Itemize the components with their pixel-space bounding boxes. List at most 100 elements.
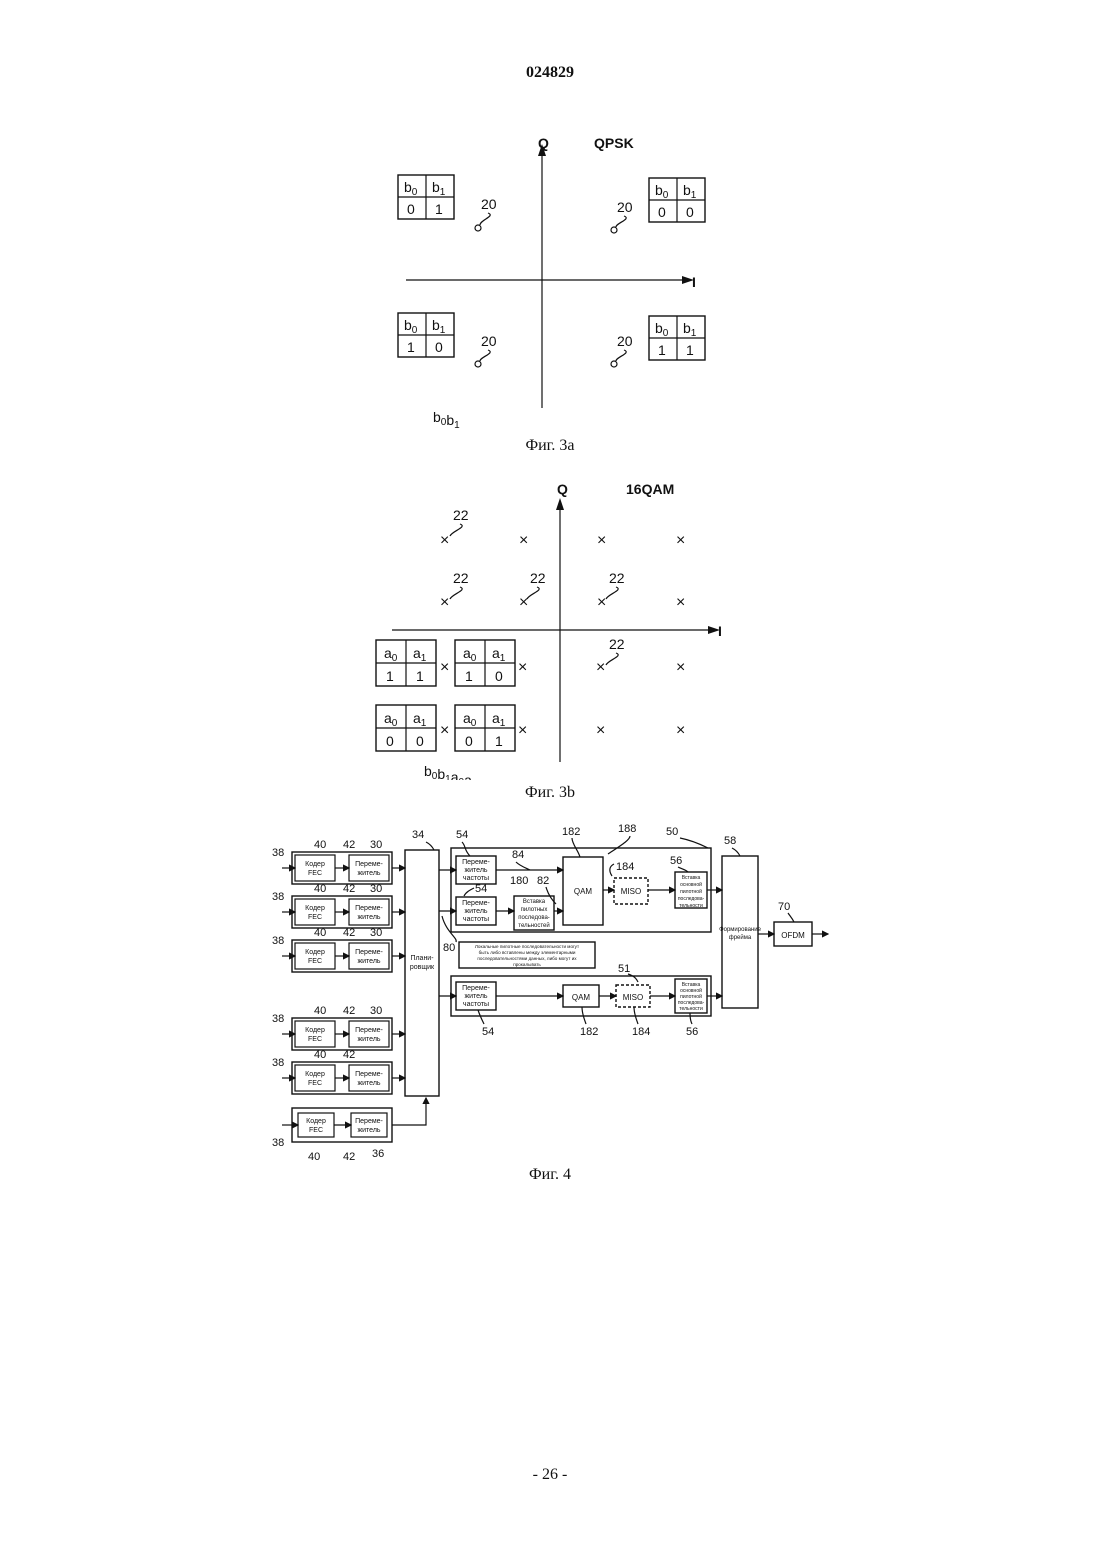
- svg-text:a0: a0: [463, 645, 477, 664]
- svg-text:38: 38: [272, 1013, 284, 1025]
- svg-text:20: 20: [481, 196, 497, 212]
- bit-table-row2-right: a0 a1 0 1: [455, 705, 515, 751]
- svg-text:×: ×: [440, 722, 449, 739]
- svg-text:×: ×: [440, 532, 449, 549]
- svg-text:40: 40: [314, 1005, 326, 1017]
- svg-text:×: ×: [596, 722, 605, 739]
- svg-text:FEC: FEC: [309, 1127, 323, 1134]
- svg-text:b1: b1: [432, 317, 446, 336]
- scheduler-block: Плани- ровщик 34: [405, 829, 439, 1096]
- q-axis-label: Q: [538, 135, 549, 151]
- coding-branch-2: Кодер FEC Переме- житель 38 40 42 30: [272, 883, 405, 928]
- svg-text:×: ×: [519, 532, 528, 549]
- miso-block-2: MISO 184: [616, 985, 650, 1038]
- svg-text:×: ×: [518, 722, 527, 739]
- svg-text:51: 51: [618, 963, 630, 975]
- svg-text:Вставка: Вставка: [523, 899, 546, 905]
- freq-interleaver-3: Переме- житель частоты 54: [456, 982, 496, 1038]
- svg-text:22: 22: [609, 636, 625, 652]
- svg-text:быть либо вставлены между элем: быть либо вставлены между элементарными: [479, 950, 576, 955]
- svg-text:Переме-: Переме-: [355, 1118, 383, 1125]
- svg-text:38: 38: [272, 847, 284, 859]
- svg-text:0: 0: [686, 204, 694, 220]
- svg-text:тельности: тельности: [679, 1006, 703, 1012]
- svg-text:житель: житель: [357, 1080, 380, 1087]
- svg-text:Плани-: Плани-: [410, 955, 434, 962]
- bit-order-legend: b0b1a0a1: [424, 763, 478, 780]
- svg-text:40: 40: [314, 927, 326, 939]
- svg-text:b1: b1: [683, 182, 697, 201]
- bit-table-top-right: b0 b1 0 0: [649, 178, 705, 222]
- svg-text:30: 30: [370, 839, 382, 851]
- svg-text:42: 42: [343, 927, 355, 939]
- constellation-crosses: ×××× ×××× ×××× ××××: [440, 532, 685, 739]
- svg-text:OFDM: OFDM: [781, 931, 805, 940]
- svg-text:182: 182: [580, 1026, 598, 1038]
- svg-text:54: 54: [475, 883, 487, 895]
- bit-table-row1-right: a0 a1 1 0: [455, 640, 515, 686]
- svg-text:a0: a0: [384, 710, 398, 729]
- svg-text:частоты: частоты: [463, 875, 489, 882]
- svg-text:тельностей: тельностей: [518, 922, 549, 929]
- svg-text:×: ×: [597, 594, 606, 611]
- svg-text:1: 1: [386, 668, 394, 684]
- bit-table-row1-left: a0 a1 1 1: [376, 640, 436, 686]
- upper-chain-frame: 50 188: [451, 823, 711, 932]
- coding-branch-4: Кодер FEC Переме- житель 38 40 42 30: [272, 1005, 405, 1050]
- svg-text:×: ×: [518, 659, 527, 676]
- i-axis-label: I: [718, 623, 722, 639]
- svg-text:×: ×: [440, 659, 449, 676]
- svg-text:×: ×: [440, 594, 449, 611]
- svg-text:последова-: последова-: [518, 915, 550, 921]
- page-footer: - 26 -: [0, 1466, 1100, 1484]
- svg-text:42: 42: [343, 1005, 355, 1017]
- svg-text:70: 70: [778, 901, 790, 913]
- svg-text:1: 1: [658, 342, 666, 358]
- svg-text:Кодер: Кодер: [306, 1118, 326, 1125]
- svg-text:82: 82: [537, 875, 549, 887]
- svg-text:×: ×: [676, 594, 685, 611]
- svg-text:QAM: QAM: [572, 993, 591, 1002]
- figure-3b-16qam: Q I 16QAM ×××× ×××× ×××× ×××× 22 22 22 2…: [0, 470, 1100, 780]
- svg-text:b0: b0: [404, 179, 418, 198]
- bit-table-top-left: b0 b1 0 1: [398, 175, 454, 219]
- svg-text:0: 0: [407, 201, 415, 217]
- q-axis-label: Q: [557, 481, 568, 497]
- svg-text:MISO: MISO: [623, 993, 643, 1002]
- svg-text:20: 20: [617, 199, 633, 215]
- svg-text:Переме-: Переме-: [355, 949, 383, 956]
- svg-text:Локальные пилотные последовате: Локальные пилотные последовательности мо…: [475, 944, 580, 949]
- svg-text:житель: житель: [357, 870, 380, 877]
- svg-text:фрейма: фрейма: [729, 934, 752, 941]
- svg-text:58: 58: [724, 835, 736, 847]
- miso-block-1: MISO 184: [610, 861, 648, 904]
- svg-text:житель: житель: [464, 993, 487, 1000]
- svg-text:0: 0: [435, 339, 443, 355]
- svg-text:частоты: частоты: [463, 1001, 489, 1008]
- svg-text:b0: b0: [655, 320, 669, 339]
- ofdm-block: OFDM 70: [774, 901, 812, 946]
- freq-interleaver-2: Переме- житель частоты 54: [456, 883, 496, 925]
- svg-text:40: 40: [314, 839, 326, 851]
- svg-text:42: 42: [343, 1049, 355, 1061]
- svg-text:житель: житель: [357, 1127, 380, 1134]
- svg-text:36: 36: [372, 1148, 384, 1160]
- svg-text:38: 38: [272, 1057, 284, 1069]
- figure-4-block-diagram: Кодер FEC Переме- житель 38 40 42 30 Код…: [0, 820, 1100, 1160]
- svg-text:Кодер: Кодер: [305, 905, 325, 912]
- qam-block-1: QAM 182: [562, 826, 603, 925]
- svg-text:40: 40: [314, 883, 326, 895]
- svg-text:Переме-: Переме-: [355, 1071, 383, 1078]
- document-number: 024829: [0, 64, 1100, 82]
- svg-text:22: 22: [609, 570, 625, 586]
- svg-text:42: 42: [343, 1151, 355, 1160]
- coding-branch-3: Кодер FEC Переме- житель 38 40 42 30: [272, 927, 405, 972]
- svg-text:b1: b1: [683, 320, 697, 339]
- svg-text:×: ×: [519, 594, 528, 611]
- qam-block-2: QAM 182: [563, 985, 599, 1038]
- svg-text:×: ×: [596, 659, 605, 676]
- svg-text:22: 22: [530, 570, 546, 586]
- svg-text:30: 30: [370, 927, 382, 939]
- svg-text:b1: b1: [432, 179, 446, 198]
- svg-text:182: 182: [562, 826, 580, 838]
